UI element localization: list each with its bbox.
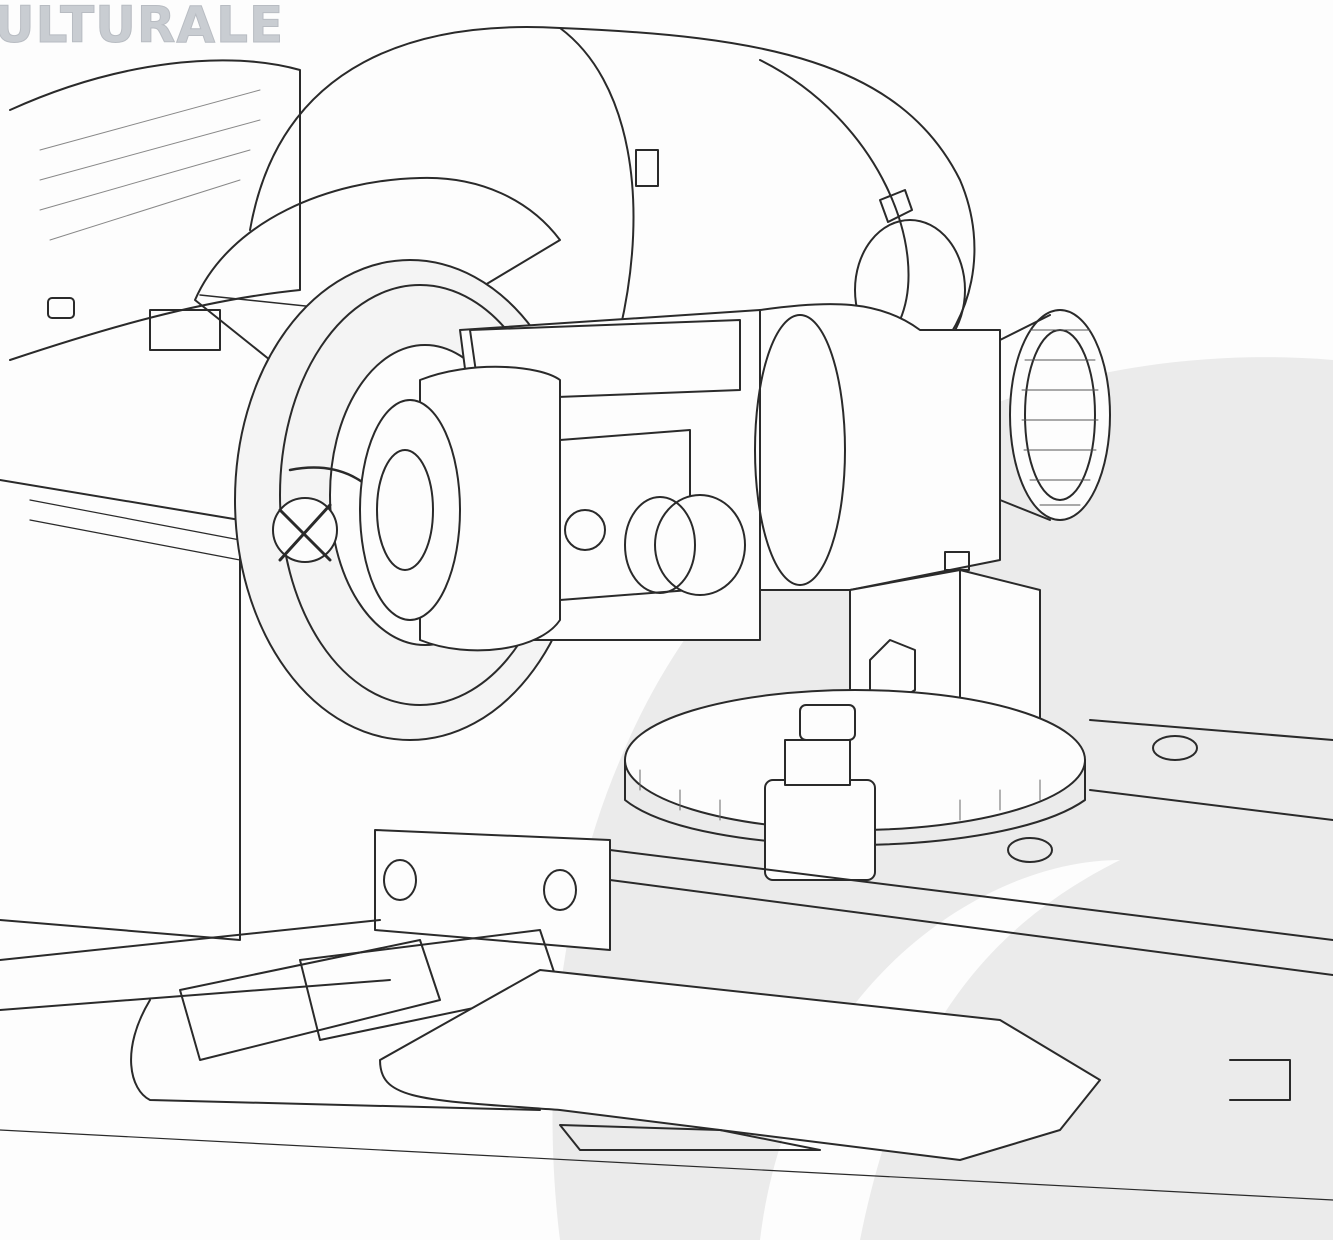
knurled-knob: [999, 309, 1111, 521]
left-housing: [0, 59, 301, 941]
wheel-guard: [249, 26, 976, 361]
rotary-base: [624, 689, 1086, 881]
workhead: [459, 303, 1001, 641]
watermark-text: ULTURALE: [0, 0, 285, 55]
front-plate: [374, 829, 611, 951]
machine-bed: [0, 719, 1333, 1201]
spindle-cone: [359, 365, 561, 652]
